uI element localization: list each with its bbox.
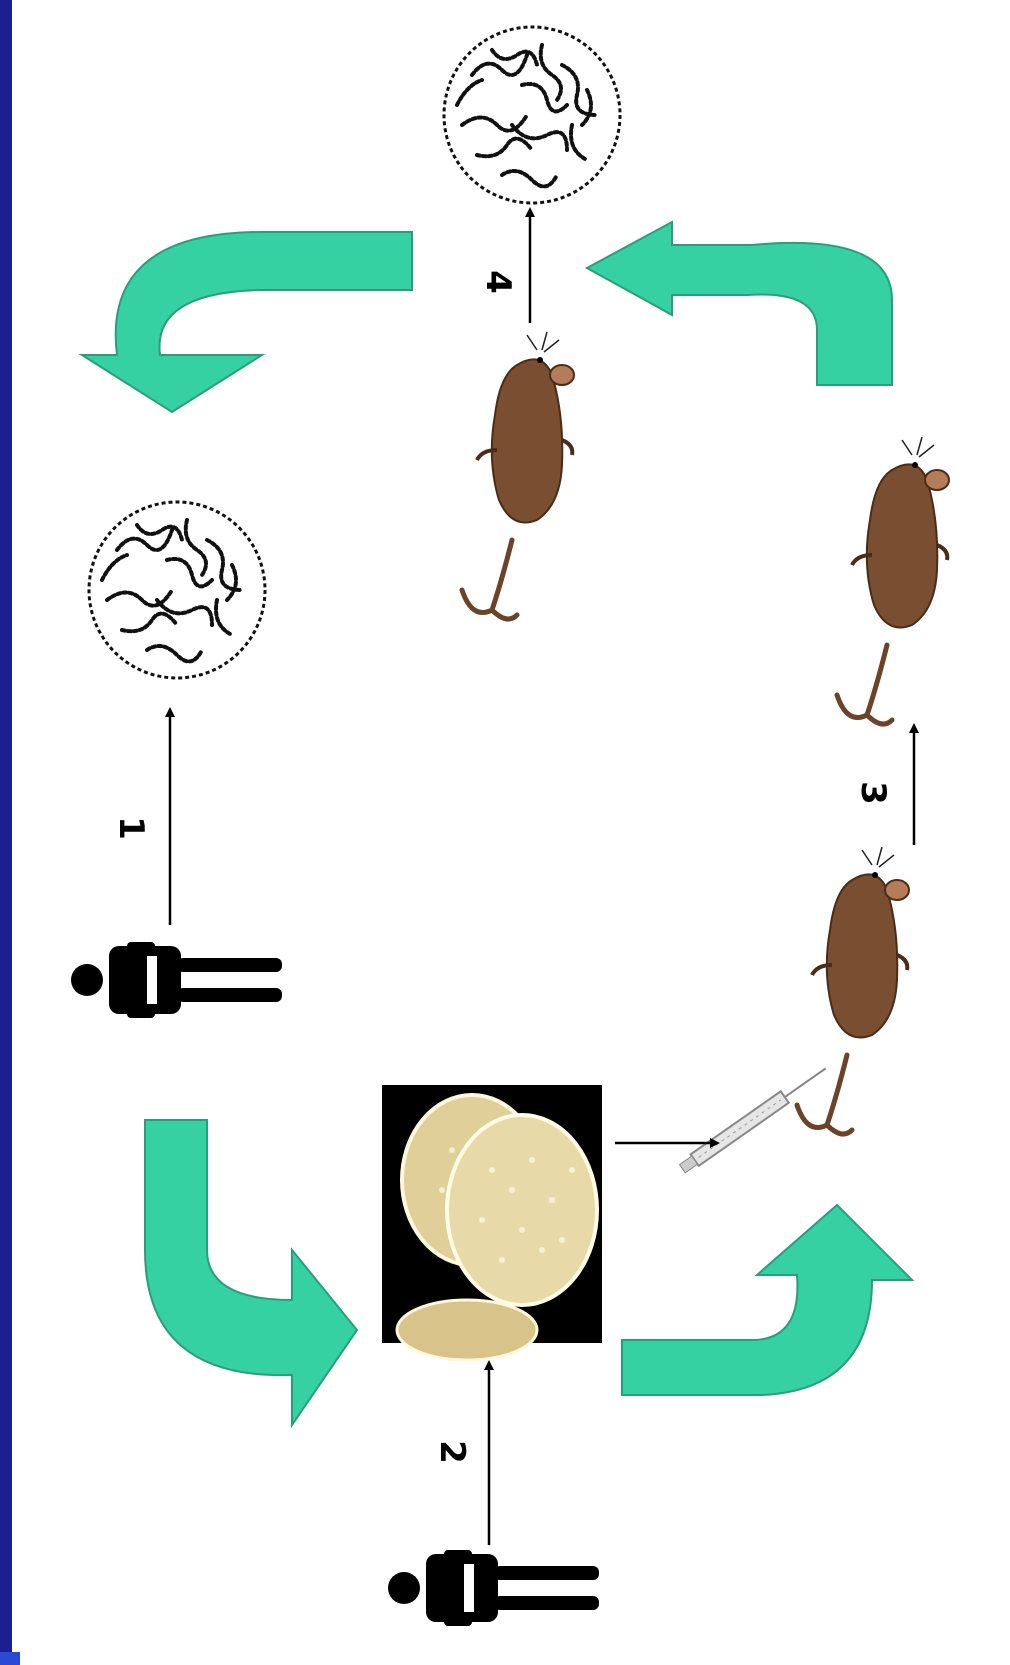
syringe-icon bbox=[678, 1063, 829, 1175]
cycle-arrow-icon bbox=[145, 1120, 357, 1425]
cycle-arrow-icon bbox=[622, 1205, 912, 1395]
slide-border-accent bbox=[0, 1652, 20, 1665]
cycle-arrow-icon bbox=[587, 222, 892, 385]
bacteria-colony-icon bbox=[89, 502, 265, 678]
step-label-2: 2 bbox=[432, 1440, 472, 1464]
step-label-4: 4 bbox=[478, 270, 518, 294]
petri-dish-photo bbox=[382, 1085, 602, 1360]
mouse-icon bbox=[462, 332, 574, 619]
koch-postulates-cycle-diagram: 4 1 3 2 bbox=[12, 0, 1010, 1665]
mouse-icon bbox=[797, 847, 909, 1134]
mouse-icon bbox=[837, 437, 949, 724]
cycle-arrow-icon bbox=[82, 232, 412, 412]
slide-canvas: 4 1 3 2 bbox=[12, 0, 1010, 1665]
step-label-1: 1 bbox=[111, 816, 151, 840]
person-icon bbox=[71, 942, 282, 1018]
step-label-3: 3 bbox=[853, 781, 893, 805]
bacteria-colony-icon bbox=[444, 27, 620, 203]
person-icon bbox=[388, 1550, 599, 1626]
